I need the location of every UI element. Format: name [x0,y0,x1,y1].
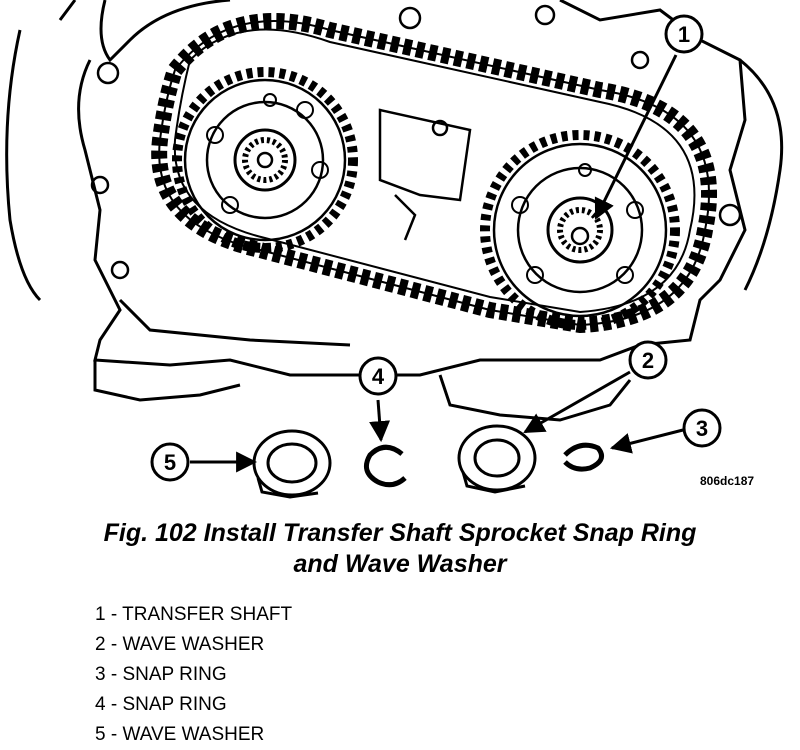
legend-item: 1 - TRANSFER SHAFT [95,604,293,625]
svg-text:3: 3 [696,416,708,441]
leader-arrows [190,54,684,473]
caption-line-1: Fig. 102 Install Transfer Shaft Sprocket… [103,519,697,547]
legend-item: 3 - SNAP RING [95,664,227,685]
svg-text:1: 1 [678,22,690,47]
legend-item: 2 - WAVE WASHER [95,634,265,655]
caption-line-2: and Wave Washer [293,550,507,578]
wave-washer-left [252,429,332,499]
svg-text:4: 4 [372,364,385,389]
figure-caption: Fig. 102 Install Transfer Shaft Sprocket… [0,518,800,580]
figure-code: 806dc187 [700,474,754,488]
callout-4: 4 [358,356,398,396]
callout-1: 1 [664,14,704,54]
svg-text:5: 5 [164,450,176,475]
wave-washer-right [457,424,537,494]
callout-5: 5 [150,442,190,482]
callout-3: 3 [682,408,722,448]
snap-ring-left [363,444,407,488]
case-bolt-holes [90,4,742,280]
svg-text:2: 2 [642,348,654,373]
legend-item: 5 - WAVE WASHER [95,724,265,745]
arrow-2 [523,370,631,434]
drive-sprocket [172,67,358,253]
arrow-1 [594,54,678,220]
case-center-boss [378,108,472,241]
transfer-case-diagram: 1 2 3 4 5 806dc187 [5,0,784,499]
arrow-3 [609,428,684,454]
drive-chain [151,13,717,334]
arrow-4 [369,399,391,443]
transfer-shaft-sprocket [480,130,680,330]
snap-ring-right [563,442,605,472]
callout-2: 2 [628,340,668,380]
parts-legend: 1 - TRANSFER SHAFT 2 - WAVE WASHER 3 - S… [95,600,292,750]
legend-item: 4 - SNAP RING [95,694,227,715]
